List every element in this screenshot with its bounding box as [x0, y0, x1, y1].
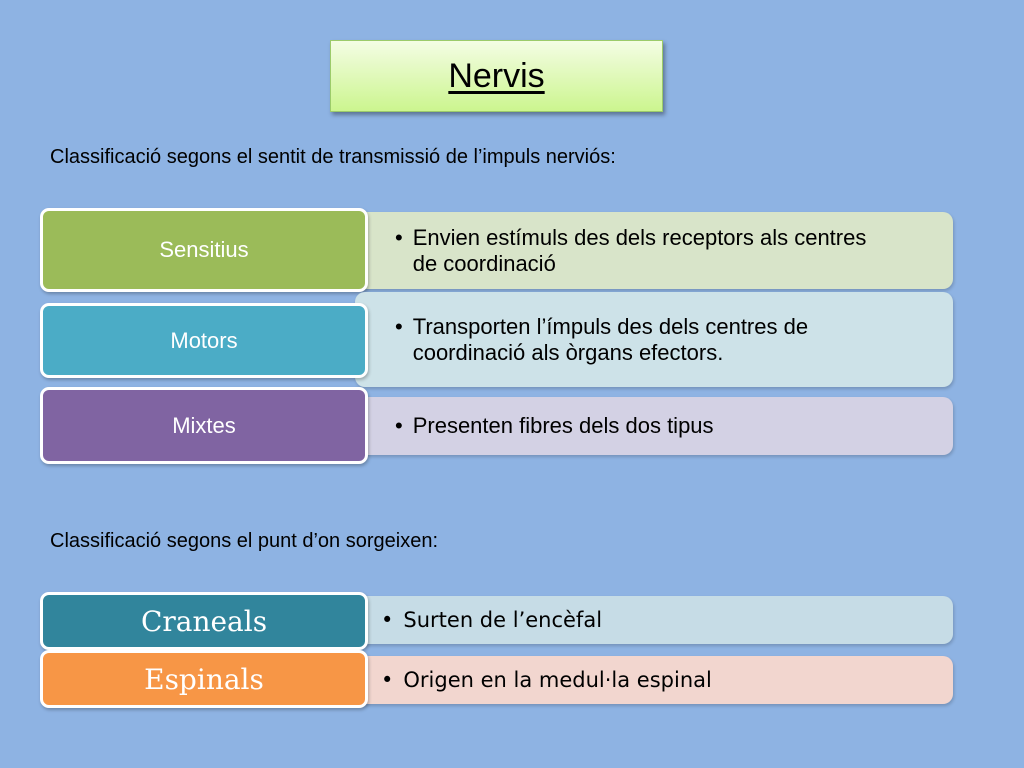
craneals-label-box: Craneals	[40, 592, 368, 650]
espinals-description-box: • Origen en la medul·la espinal	[355, 656, 953, 704]
sensitius-description: Envien estímuls des dels receptors als c…	[412, 224, 867, 276]
sensitius-description-box: • Envien estímuls des dels receptors als…	[355, 212, 953, 289]
bullet: •	[381, 668, 394, 692]
motors-description: Transporten l’ímpuls des dels centres de…	[412, 313, 809, 365]
section2-heading: Classificació segons el punt d’on sorgei…	[50, 530, 438, 552]
bullet: •	[395, 413, 403, 438]
bullet: •	[395, 313, 403, 339]
espinals-label-box: Espinals	[40, 650, 368, 708]
motors-label: Motors	[170, 327, 238, 353]
craneals-label: Craneals	[140, 604, 268, 638]
mixtes-label: Mixtes	[172, 412, 236, 438]
mixtes-label-box: Mixtes	[40, 387, 368, 464]
espinals-description: Origen en la medul·la espinal	[403, 668, 712, 692]
mixtes-description-box: • Presenten fibres dels dos tipus	[355, 397, 953, 455]
sensitius-label-box: Sensitius	[40, 208, 368, 292]
craneals-description-box: • Surten de l’encèfal	[355, 596, 953, 644]
bullet: •	[381, 608, 394, 632]
bullet: •	[395, 224, 403, 250]
sensitius-label: Sensitius	[159, 237, 249, 262]
page-title: Nervis	[448, 56, 545, 95]
title-box: Nervis	[330, 40, 663, 112]
craneals-description: Surten de l’encèfal	[403, 608, 603, 632]
espinals-label: Espinals	[144, 662, 264, 696]
motors-label-box: Motors	[40, 303, 368, 378]
motors-description-box: • Transporten l’ímpuls des dels centres …	[355, 292, 953, 387]
section1-heading: Classificació segons el sentit de transm…	[50, 146, 616, 168]
mixtes-description: Presenten fibres dels dos tipus	[412, 413, 714, 438]
